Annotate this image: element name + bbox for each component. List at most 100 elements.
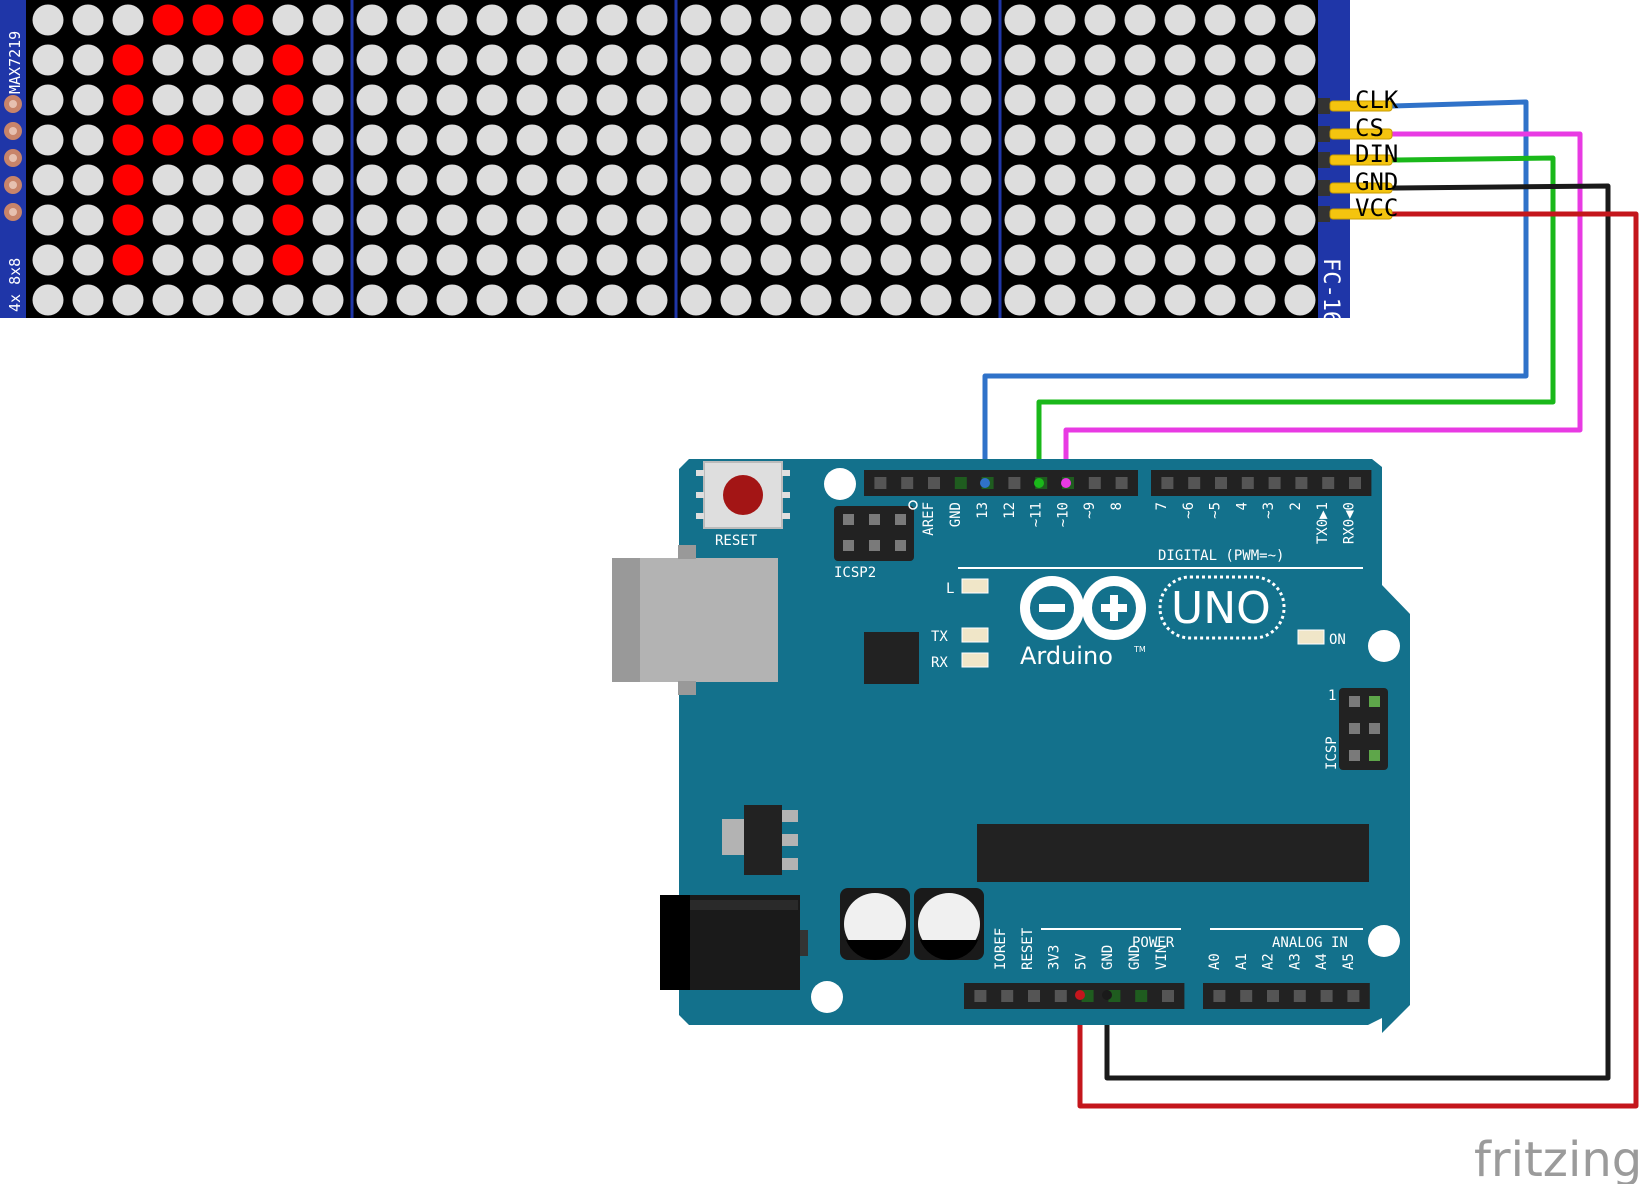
header-socket [1241, 477, 1254, 489]
header-socket [1213, 990, 1226, 1002]
matrix-led [192, 244, 224, 276]
matrix-led [112, 164, 144, 196]
brand-label: Arduino [1020, 642, 1113, 670]
matrix-led [1044, 244, 1076, 276]
matrix-led [596, 44, 628, 76]
matrix-led [800, 284, 832, 316]
matrix-led [880, 244, 912, 276]
matrix-led [476, 124, 508, 156]
voltage-regulator [722, 805, 798, 875]
matrix-led [476, 164, 508, 196]
pin-label: ~6 [1181, 502, 1197, 519]
matrix-led [636, 284, 668, 316]
pin-label: RX0◀0 [1342, 502, 1358, 544]
module-pin-label-clk: CLK [1355, 86, 1399, 114]
wire-clk [982, 99, 1529, 483]
matrix-led [272, 124, 304, 156]
power-header [964, 983, 1185, 1009]
microcontroller-chip [977, 824, 1369, 882]
matrix-led [760, 244, 792, 276]
header-socket [954, 477, 967, 489]
matrix-led [112, 284, 144, 316]
pin-label: AREF [921, 502, 937, 536]
matrix-led [32, 204, 64, 236]
matrix-led [920, 284, 952, 316]
matrix-led [840, 244, 872, 276]
pin-label: VIN [1154, 945, 1170, 970]
pin-label: ~10 [1055, 502, 1071, 527]
matrix-led [760, 164, 792, 196]
matrix-led [920, 204, 952, 236]
fritzing-watermark: fritzing [1474, 1132, 1642, 1184]
matrix-led [32, 44, 64, 76]
matrix-led [72, 284, 104, 316]
pin-label: GND [1127, 945, 1143, 970]
module-pin [1329, 208, 1393, 220]
led-matrix-module: 4x 8x8 MAX7219 FC-16 [0, 0, 1350, 324]
matrix-led [396, 124, 428, 156]
pin-label: GND [1100, 945, 1116, 970]
icsp2-header [834, 506, 914, 561]
digital-header [864, 470, 1372, 496]
matrix-led [680, 84, 712, 116]
matrix-led [1044, 164, 1076, 196]
matrix-led [960, 164, 992, 196]
matrix-led [1044, 124, 1076, 156]
matrix-led [680, 204, 712, 236]
tm-label: TM [1133, 645, 1146, 654]
matrix-led [436, 124, 468, 156]
matrix-led [112, 4, 144, 36]
matrix-led [192, 124, 224, 156]
matrix-led [1124, 204, 1156, 236]
matrix-led [476, 244, 508, 276]
matrix-led [840, 84, 872, 116]
header-socket [1115, 477, 1128, 489]
led-on-label: ON [1329, 632, 1346, 648]
matrix-led [636, 244, 668, 276]
matrix-led [1284, 124, 1316, 156]
matrix-led [312, 4, 344, 36]
matrix-led [800, 84, 832, 116]
matrix-led [272, 244, 304, 276]
pin-label: ~3 [1261, 502, 1277, 519]
header-socket [1161, 477, 1174, 489]
matrix-led [1124, 44, 1156, 76]
matrix-led [556, 84, 588, 116]
matrix-led [1204, 4, 1236, 36]
wire-vcc [1077, 211, 1639, 1109]
header-socket [1349, 477, 1361, 489]
matrix-led [960, 44, 992, 76]
wire-end-dots [980, 478, 1112, 1000]
matrix-led [720, 244, 752, 276]
matrix-led [112, 44, 144, 76]
matrix-led [636, 84, 668, 116]
header-socket [1268, 477, 1281, 489]
matrix-led [72, 124, 104, 156]
matrix-led [312, 244, 344, 276]
matrix-led [232, 124, 264, 156]
matrix-led [356, 44, 388, 76]
module-pin-label-vcc: VCC [1355, 194, 1398, 222]
matrix-led [840, 164, 872, 196]
matrix-led [396, 164, 428, 196]
usb-chip [864, 632, 919, 684]
wire-cs [1063, 131, 1583, 483]
barrel-jack [660, 895, 808, 990]
matrix-led [436, 244, 468, 276]
matrix-led [272, 164, 304, 196]
header-socket [1293, 990, 1306, 1002]
matrix-led [1204, 164, 1236, 196]
module-pin [1329, 100, 1393, 112]
matrix-led [516, 244, 548, 276]
matrix-led [1004, 284, 1036, 316]
matrix-led [840, 124, 872, 156]
module-pad-hole [9, 127, 17, 135]
matrix-led [396, 284, 428, 316]
matrix-led [1284, 284, 1316, 316]
matrix-led [152, 4, 184, 36]
matrix-led [32, 84, 64, 116]
